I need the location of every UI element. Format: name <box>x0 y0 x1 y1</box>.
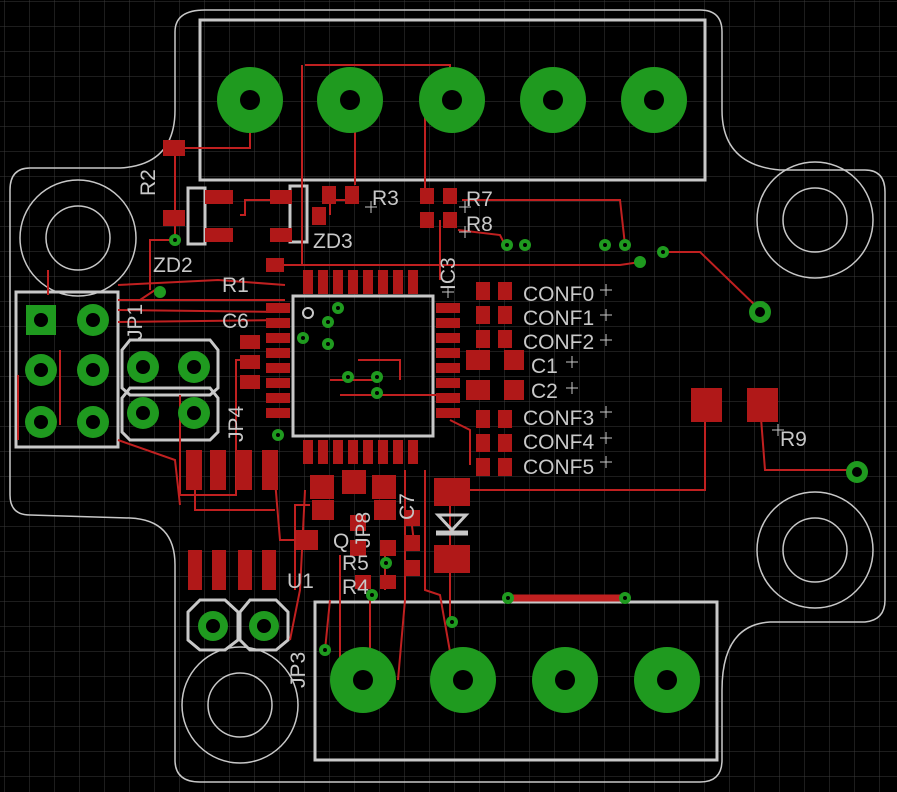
label-r9: R9 <box>780 428 807 451</box>
label-q: Q <box>333 530 349 553</box>
label-zd3: ZD3 <box>313 230 353 253</box>
label-conf3: CONF3 <box>523 407 594 430</box>
label-r4: R4 <box>342 576 369 599</box>
label-u1: U1 <box>287 570 314 593</box>
label-c7: C7 <box>396 493 419 520</box>
label-conf1: CONF1 <box>523 307 594 330</box>
label-conf4: CONF4 <box>523 431 594 454</box>
label-conf0: CONF0 <box>523 283 594 306</box>
mounting-hole-icon <box>19 161 874 764</box>
label-c2: C2 <box>531 380 558 403</box>
label-c1: C1 <box>531 355 558 378</box>
jp1-outline <box>14 290 120 449</box>
label-zd2: ZD2 <box>153 254 193 277</box>
ic3-pin1-marker <box>302 307 314 319</box>
ic3-outline <box>291 294 435 438</box>
label-c6: C6 <box>222 310 249 333</box>
label-jp1: JP1 <box>124 304 147 340</box>
jp3-outline <box>186 598 290 652</box>
jp3-pads <box>198 611 279 641</box>
top-terminal-outline <box>198 18 707 182</box>
label-r2: R2 <box>137 169 160 196</box>
label-r8: R8 <box>466 213 493 236</box>
label-r1: R1 <box>222 274 249 297</box>
origin-marks <box>365 201 784 468</box>
zd3-outline <box>288 184 309 244</box>
label-jp3: JP3 <box>287 652 310 688</box>
jp4-pads <box>127 351 210 429</box>
jp1-header-pads <box>25 304 109 438</box>
board-outline <box>9 9 886 783</box>
test-points <box>749 301 868 483</box>
label-jp8: JP8 <box>352 512 375 548</box>
label-conf5: CONF5 <box>523 456 594 479</box>
bottom-terminal-outline <box>313 600 719 762</box>
label-conf2: CONF2 <box>523 331 594 354</box>
zd2-outline <box>186 186 207 246</box>
terminal-pads <box>217 67 700 713</box>
jp4-outline <box>120 338 220 442</box>
silkscreen-labels: R2 ZD2 ZD3 R3 R7 R8 IC3 R1 C6 JP1 JP4 CO… <box>124 169 807 688</box>
label-r3: R3 <box>372 187 399 210</box>
smd-pads <box>163 140 778 590</box>
label-ic3: IC3 <box>437 257 460 290</box>
label-jp4: JP4 <box>225 405 248 442</box>
label-r5: R5 <box>342 552 369 575</box>
diode-symbol-icon <box>434 513 470 536</box>
via-icon <box>154 234 669 656</box>
label-r7: R7 <box>466 188 493 211</box>
